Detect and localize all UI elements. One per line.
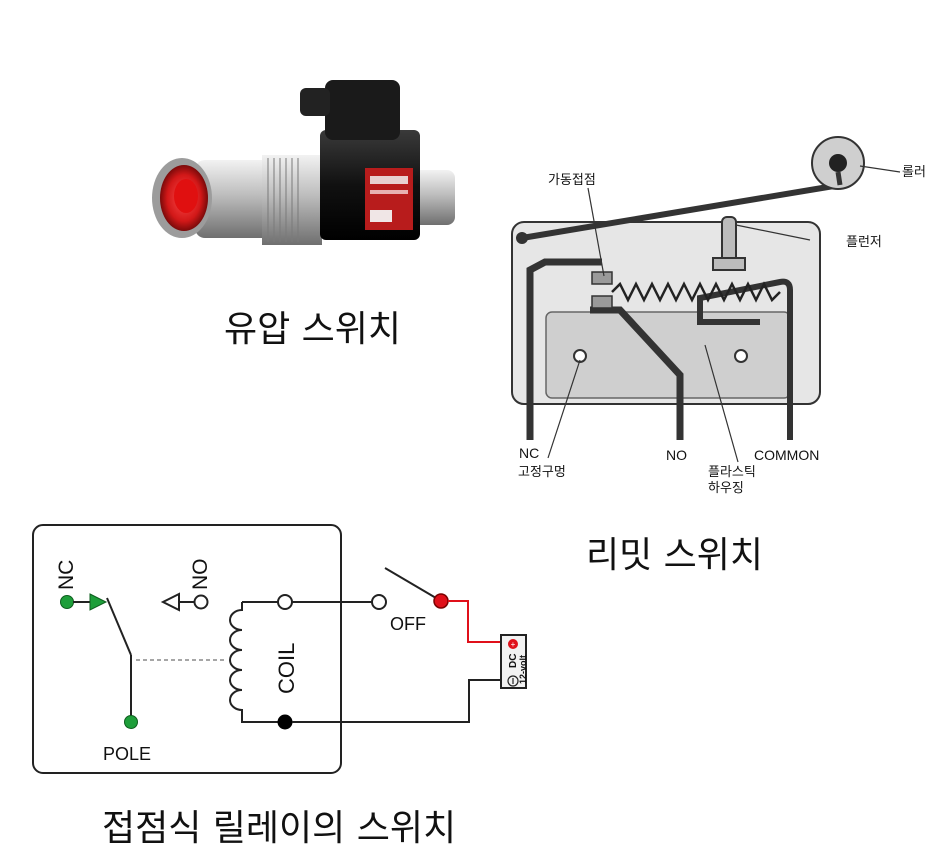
label-fixing-hole: 고정구멍: [518, 464, 566, 479]
nc-terminal: [60, 595, 74, 609]
nc-arrow: [89, 593, 108, 611]
coil-terminal-top: [277, 594, 293, 610]
label-housing-line1: 플라스틱: [708, 464, 756, 479]
pole-terminal: [124, 715, 138, 729]
spring: [611, 281, 781, 303]
limit-switch-caption: 리밋 스위치: [586, 535, 764, 576]
switch-blade: [106, 597, 132, 656]
terminal-nc: [526, 258, 602, 440]
label-housing-line2: 하우징: [708, 480, 744, 495]
battery-dc-label: DC: [508, 654, 519, 668]
red-wire: [448, 600, 501, 643]
fixing-hole: [573, 349, 587, 363]
no-terminal: [193, 594, 209, 610]
coil: [229, 602, 285, 723]
hydraulic-switch-caption: 유압 스위치: [224, 309, 402, 350]
label-roller: 롤러: [902, 164, 926, 179]
movable-contact: [591, 271, 613, 285]
relay-switch-caption: 접점식 릴레이의 스위치: [102, 808, 457, 849]
black-wire: [292, 679, 501, 723]
relay-label-pole: POLE: [103, 744, 151, 764]
label-movable-contact: 가동접점: [548, 172, 596, 187]
switch-terminal-right: [433, 593, 449, 609]
relay-label-coil: COIL: [274, 643, 299, 694]
relay-box: [32, 524, 342, 774]
label-no: NO: [666, 447, 687, 463]
switch-terminal-left: [371, 594, 387, 610]
svg-text:+: +: [511, 640, 516, 649]
relay-label-nc: NC: [55, 560, 78, 590]
label-plunger: 플런저: [846, 234, 882, 249]
label-common: COMMON: [754, 447, 819, 463]
relay-label-no: NO: [189, 559, 212, 591]
lever-arm: [521, 182, 841, 241]
off-switch-lever: [384, 567, 437, 599]
relay-label-off: OFF: [390, 614, 426, 634]
terminal-no: [590, 306, 684, 440]
battery-volt-label: 12-volt: [518, 655, 528, 684]
label-nc: NC: [519, 445, 539, 461]
fixing-hole: [734, 349, 748, 363]
coil-terminal-bottom: [277, 714, 293, 730]
